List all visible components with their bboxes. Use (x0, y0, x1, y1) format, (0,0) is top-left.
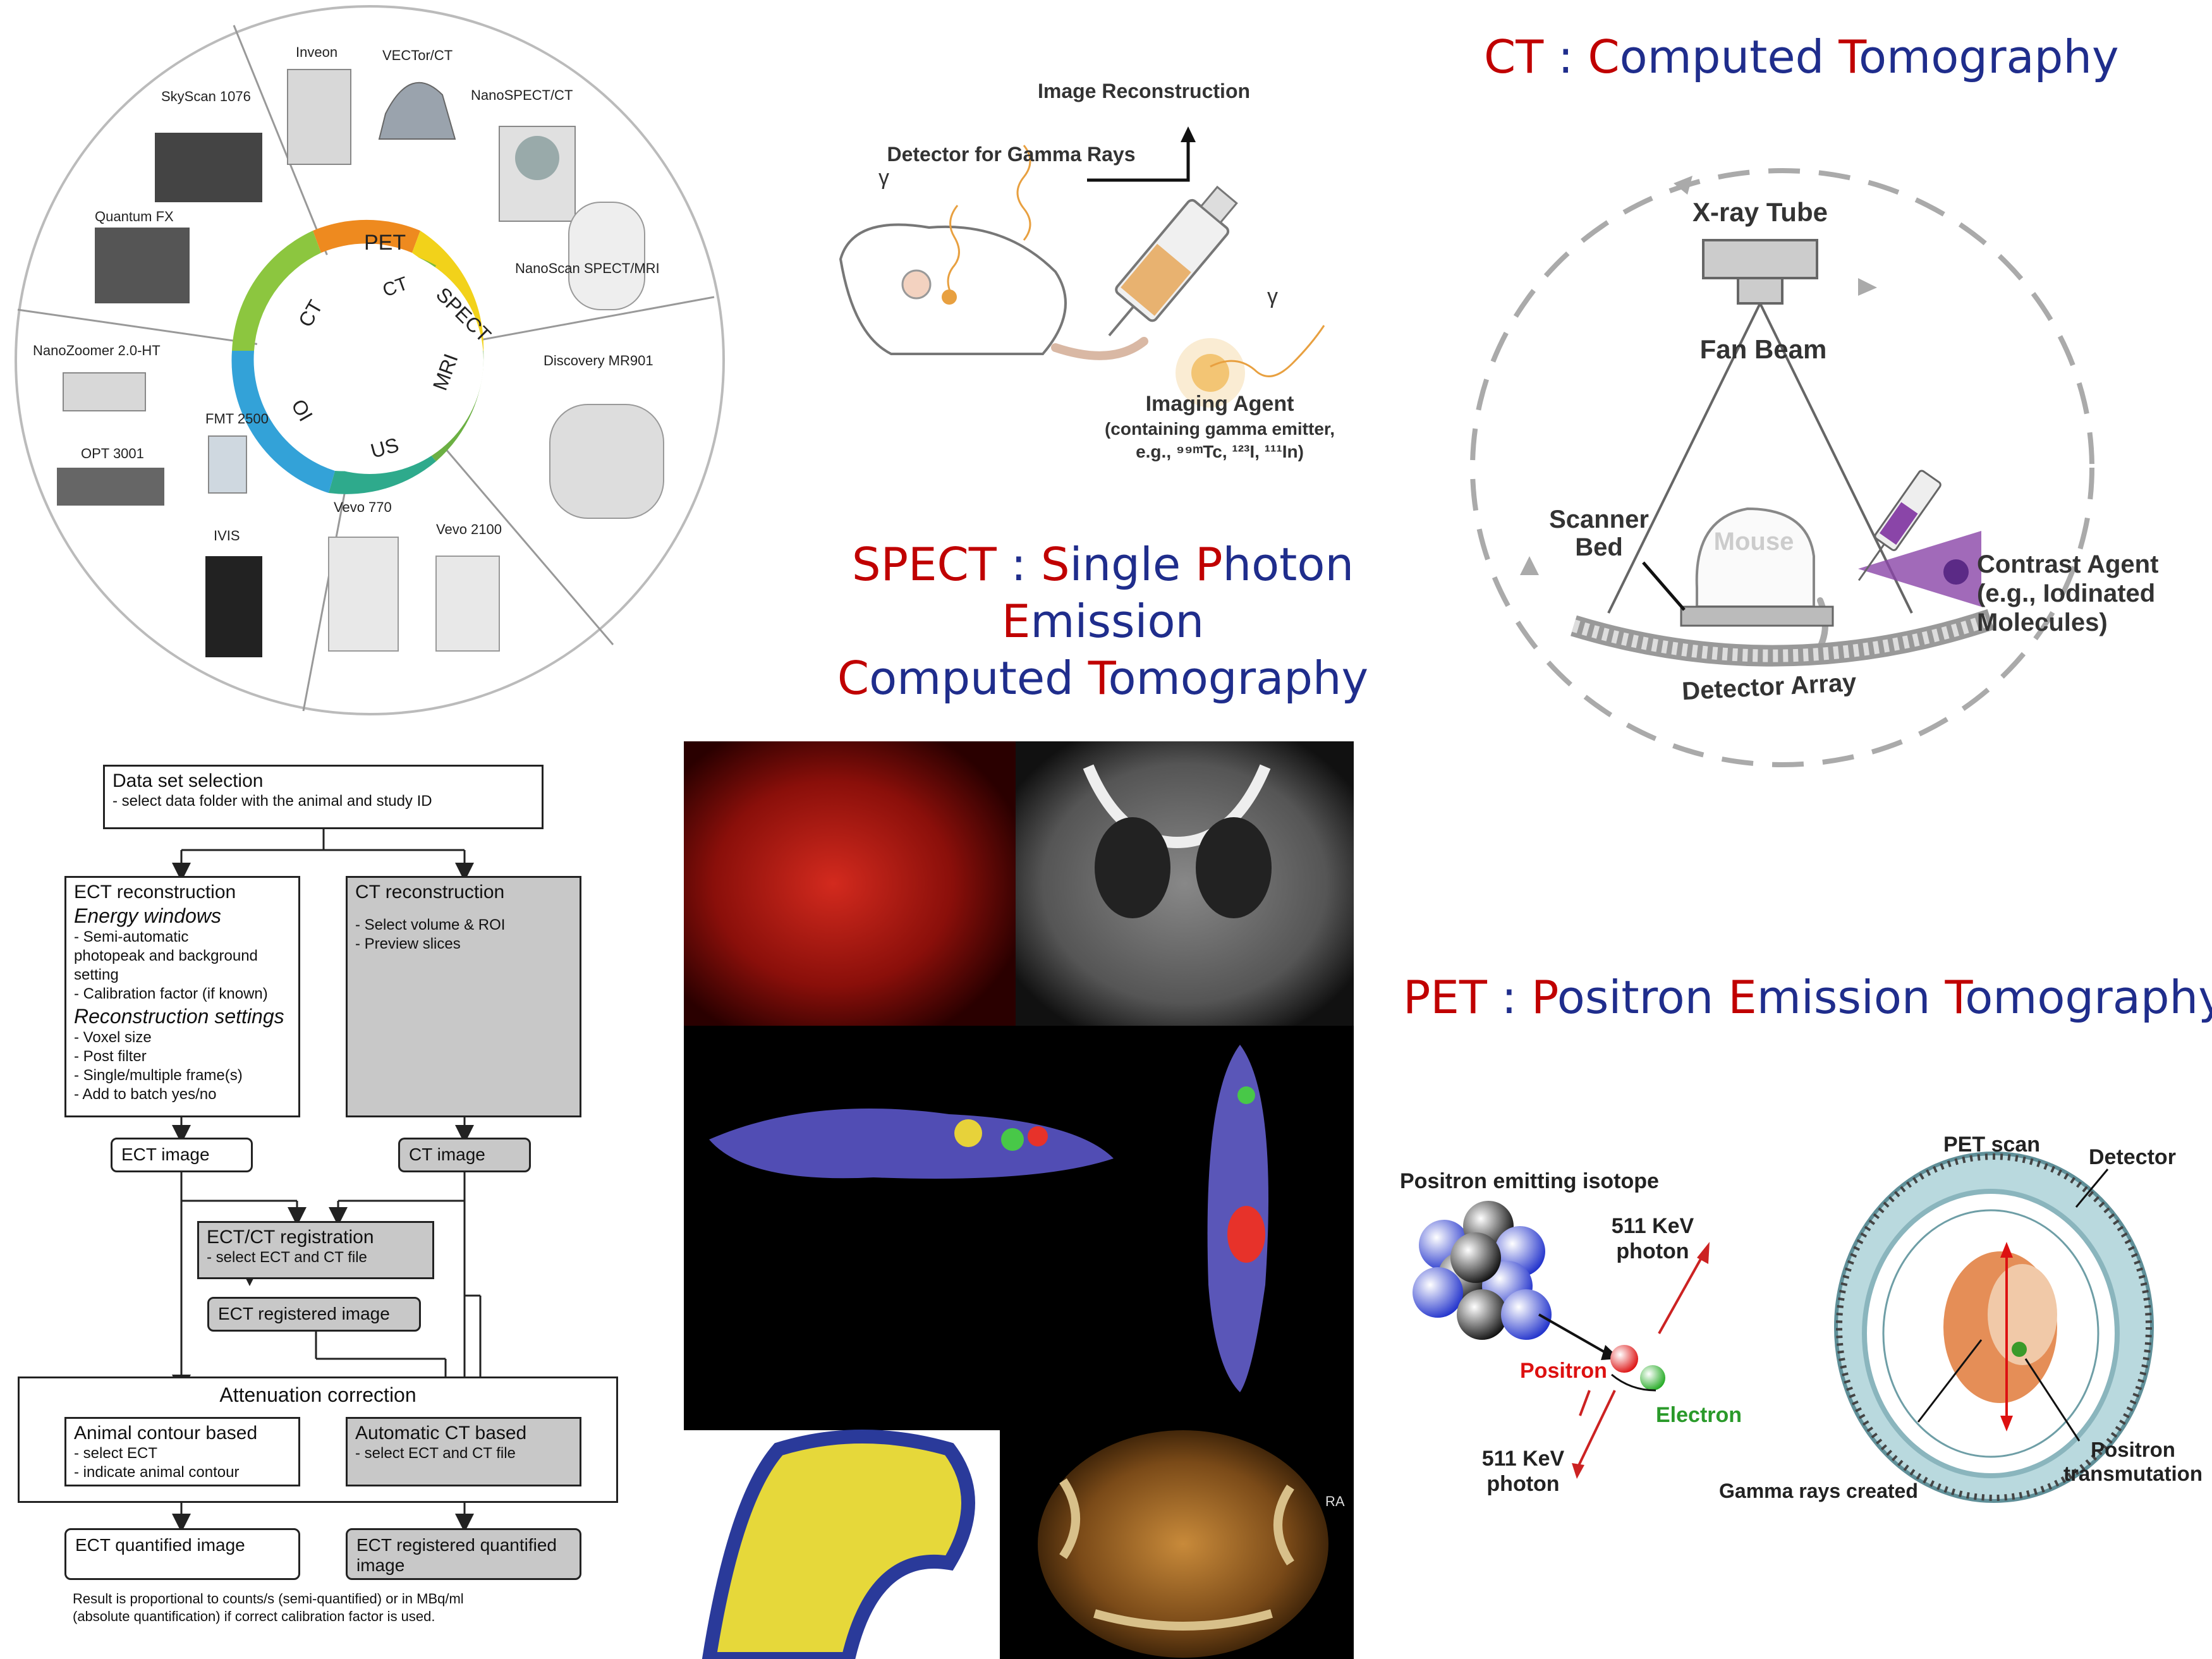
ect-flowchart: Data set selection - select data folder … (0, 746, 632, 1659)
label-skyscan: SkyScan 1076 (161, 88, 251, 104)
animal-contour-box: Animal contour based - select ECT - indi… (64, 1417, 300, 1486)
ring-label-pet: PET (364, 231, 406, 255)
reg-title: ECT/CT registration (207, 1227, 374, 1248)
pet-diagram: Positron emitting isotope 511 KeV photon… (1387, 1125, 2212, 1529)
instrument-thumbnails (57, 69, 664, 657)
ect-reconstruction-box: ECT reconstruction Energy windows - Semi… (64, 876, 300, 1117)
ect-quant-label: ECT quantified image (75, 1535, 245, 1555)
pet-detector-label: Detector (2089, 1145, 2176, 1169)
ect-recon: Reconstruction settings (74, 1005, 284, 1028)
mri-grayscale-image (1016, 741, 1354, 1026)
ct-s2: - Preview slices (355, 935, 461, 952)
ect-r2: - Post filter (74, 1048, 147, 1065)
ct-reconstruction-box: CT reconstruction - Select volume & ROI … (346, 876, 581, 1117)
ct-diagram: X-ray Tube Fan Beam Mouse Scanner Bed Co… (1454, 164, 2212, 784)
isotope-nucleus (1413, 1201, 1552, 1340)
animal-s2: - indicate animal contour (74, 1464, 240, 1481)
ect-e3: setting (74, 966, 119, 983)
ect-image-label: ECT image (121, 1145, 210, 1164)
dataset-selection-box: Data set selection - select data folder … (103, 765, 544, 829)
result-note-line1: Result is proportional to counts/s (semi… (73, 1591, 464, 1607)
pet-scan-label: PET scan (1943, 1133, 2040, 1157)
automatic-ct-box: Automatic CT based - select ECT and CT f… (346, 1417, 581, 1486)
ct-fan-label: Fan Beam (1699, 335, 1827, 364)
ct-tube-label: X-ray Tube (1692, 197, 1828, 227)
label-vector-ct: VECTor/CT (382, 47, 453, 63)
pet-transmutation-label: Positron transmutation (2063, 1438, 2203, 1485)
spect-diagram: Image Reconstruction Detector for Gamma … (815, 70, 1384, 480)
label-ivis: IVIS (214, 528, 240, 544)
pet-title-text: PET : Positron Emission Tomography (1403, 971, 2212, 1024)
spect-image-recon: Image Reconstruction (1038, 80, 1250, 102)
ect-title: ECT reconstruction (74, 882, 236, 902)
auto-title: Automatic CT based (355, 1423, 527, 1443)
label-nanozoomer: NanoZoomer 2.0-HT (33, 343, 161, 358)
label-nanospect-ct: NanoSPECT/CT (471, 87, 573, 103)
label-fmt: FMT 2500 (205, 411, 269, 427)
label-vevo770: Vevo 770 (334, 499, 392, 515)
ct-bed-label: Scanner Bed (1549, 506, 1649, 561)
spect-detector-label: Detector for Gamma Rays (887, 143, 1135, 166)
label-quantum-fx: Quantum FX (95, 209, 174, 224)
ect-e2: photopeak and background (74, 947, 258, 964)
label-discovery: Discovery MR901 (544, 353, 653, 368)
result-note: Result is proportional to counts/s (semi… (73, 1590, 629, 1626)
label-vevo2100: Vevo 2100 (436, 521, 502, 537)
pet-positron-label: Positron (1520, 1359, 1607, 1383)
registration-box: ECT/CT registration - select ECT and CT … (197, 1221, 434, 1279)
dataset-sub: - select data folder with the animal and… (112, 793, 432, 810)
ra-label: RA (1325, 1493, 1345, 1509)
pet-electron-label: Electron (1656, 1403, 1742, 1427)
cardiac-red-image (684, 741, 1016, 1026)
gamma-symbol-1: γ (878, 166, 889, 190)
ect-image-box: ECT image (111, 1138, 253, 1172)
gamma-symbol-2: γ (1267, 284, 1278, 308)
ct-image-label: CT image (409, 1145, 485, 1164)
ect-reg-quant-label: ECT registered quantified image (356, 1535, 557, 1575)
result-note-line2: (absolute quantification) if correct cal… (73, 1608, 435, 1624)
spect-title-line1: SPECT : Single Photon Emission (851, 538, 1354, 648)
ect-energy: Energy windows (74, 904, 221, 927)
ct-detector-label: Detector Array (1681, 669, 1857, 705)
pet-photon-bottom: 511 KeV photon (1481, 1447, 1565, 1496)
ct-s1: - Select volume & ROI (355, 916, 506, 933)
label-inveon: Inveon (296, 44, 337, 60)
ct-contrast-label: Contrast Agent (e.g., Iodinated Molecule… (1977, 550, 2159, 636)
pet-photon-top: 511 KeV photon (1611, 1214, 1694, 1263)
animal-s1: - select ECT (74, 1445, 158, 1462)
imaging-agent-line1: (containing gamma emitter, (1105, 419, 1335, 439)
atten-title: Attenuation correction (219, 1383, 416, 1406)
ect-reg-image-label: ECT registered image (218, 1304, 390, 1323)
ect-r3: - Single/multiple frame(s) (74, 1067, 243, 1084)
ect-registered-image-box: ECT registered image (207, 1297, 421, 1332)
ect-e4: - Calibration factor (if known) (74, 985, 268, 1002)
ect-r4: - Add to batch yes/no (74, 1086, 217, 1103)
ct-image-box: CT image (398, 1138, 531, 1172)
ct-title: CT : Computed Tomography (1484, 28, 2119, 85)
scan-image-collage: RA (684, 741, 1354, 1659)
animal-title: Animal contour based (74, 1423, 258, 1443)
label-nanoscan: NanoScan SPECT/MRI (515, 260, 660, 276)
imaging-agent-title: Imaging Agent (1146, 392, 1294, 416)
pet-isotope-label: Positron emitting isotope (1400, 1169, 1659, 1193)
dataset-title: Data set selection (112, 770, 264, 791)
label-opt: OPT 3001 (81, 446, 144, 461)
pet-title: PET : Positron Emission Tomography (1403, 969, 2212, 1026)
ct-recon-title: CT reconstruction (355, 882, 505, 902)
ect-quantified-box: ECT quantified image (64, 1528, 300, 1580)
ct-title-text: CT : Computed Tomography (1484, 30, 2119, 83)
spect-title-line2: Computed Tomography (837, 652, 1369, 705)
ect-e1: - Semi-automatic (74, 928, 189, 945)
auto-s1: - select ECT and CT file (355, 1445, 516, 1462)
spect-title: SPECT : Single Photon Emission Computed … (746, 536, 1460, 707)
pet-scanner-ring (1834, 1152, 2154, 1503)
ct-mouse-label: Mouse (1714, 528, 1794, 556)
reg-sub: - select ECT and CT file (207, 1249, 367, 1266)
imaging-modality-wheel: PET SPECT CT MRI US OI CT Inveon VECTor/… (0, 0, 739, 720)
imaging-agent-line2: e.g., ⁹⁹ᵐTc, ¹²³I, ¹¹¹In) (1136, 442, 1304, 461)
ect-registered-quantified-box: ECT registered quantified image (346, 1528, 581, 1580)
pet-gamma-label: Gamma rays created (1719, 1480, 1918, 1502)
ect-r1: - Voxel size (74, 1029, 152, 1046)
